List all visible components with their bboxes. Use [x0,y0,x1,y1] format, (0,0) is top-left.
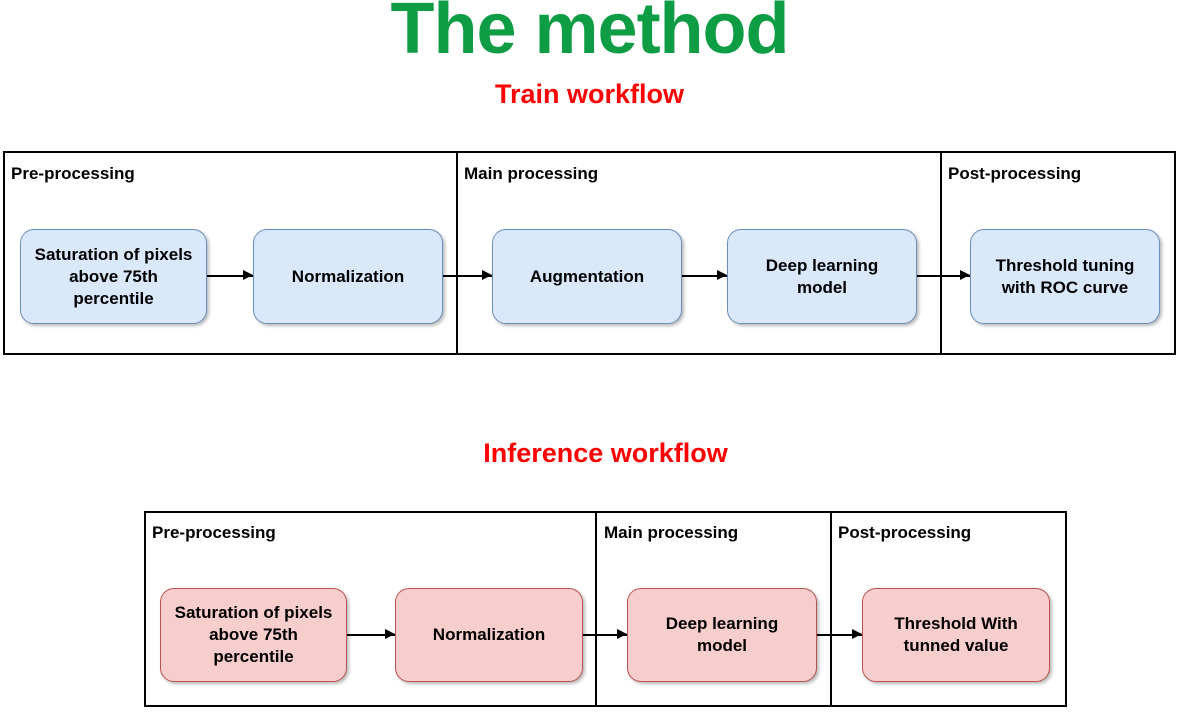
train-node-deep-learning-model: Deep learning model [727,229,917,324]
train-node-normalization: Normalization [253,229,443,324]
arrow-connector [207,270,253,280]
train-node-saturation: Saturation of pixels above 75th percenti… [20,229,207,324]
train-workflow-heading: Train workflow [494,79,685,109]
inference-node-normalization: Normalization [395,588,583,682]
arrow-connector [817,629,862,639]
arrow-connector [917,270,970,280]
arrow-connector [682,270,727,280]
train-node-augmentation: Augmentation [492,229,682,324]
arrow-connector [443,270,492,280]
lane-divider [595,513,597,705]
inference-node-saturation: Saturation of pixels above 75th percenti… [160,588,347,682]
train-lane-label-post-processing: Post-processing [948,164,1082,183]
train-node-threshold-tuning: Threshold tuning with ROC curve [970,229,1160,324]
train-lane-label-pre-processing: Pre-processing [11,164,135,183]
inference-lane-label-post-processing: Post-processing [838,523,972,542]
inference-lane-label-pre-processing: Pre-processing [152,523,276,542]
inference-workflow-heading: Inference workflow [483,438,728,468]
inference-node-deep-learning-model: Deep learning model [627,588,817,682]
arrow-connector [583,629,627,639]
inference-lane-label-main-processing: Main processing [604,523,739,542]
lane-divider [940,153,942,353]
train-lane-label-main-processing: Main processing [464,164,599,183]
lane-divider [830,513,832,705]
inference-node-threshold-tunned-value: Threshold With tunned value [862,588,1050,682]
lane-divider [456,153,458,353]
page-title: The method [390,0,790,69]
arrow-connector [347,629,395,639]
